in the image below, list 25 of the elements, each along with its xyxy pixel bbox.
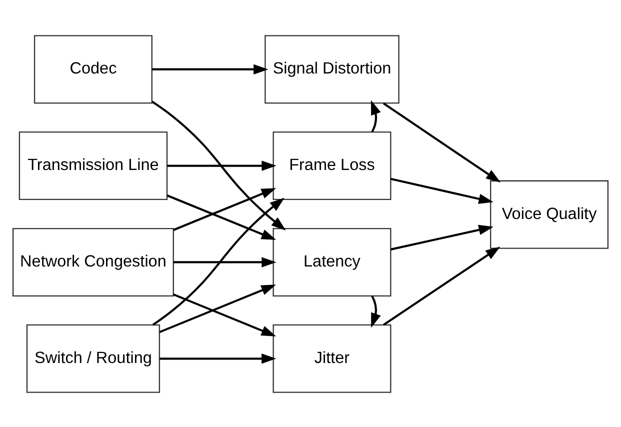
arrow — [390, 177, 494, 204]
arrow — [382, 102, 501, 182]
arrow — [159, 284, 276, 333]
arrow — [173, 293, 276, 336]
node-box: Frame Loss — [272, 131, 392, 200]
node-box: Jitter — [272, 324, 392, 392]
node-box: Switch / Routing — [26, 324, 160, 392]
arrow — [167, 160, 276, 170]
arrow — [160, 353, 276, 364]
arrow — [173, 188, 276, 230]
node-box: Latency — [272, 227, 392, 296]
arrow — [152, 64, 268, 74]
arrow — [390, 224, 494, 250]
node-box: Transmission Line — [18, 131, 168, 200]
node-box: Signal Distortion — [264, 34, 400, 104]
arrow — [370, 100, 381, 132]
arrow — [173, 256, 276, 267]
node-box: Codec — [34, 34, 152, 104]
arrow — [166, 194, 276, 240]
node-box: Network Congestion — [12, 227, 174, 296]
arrow — [382, 246, 500, 326]
arrow — [152, 100, 286, 230]
node-box: Voice Quality — [490, 180, 609, 248]
arrow — [152, 197, 284, 326]
arrow — [371, 294, 381, 328]
